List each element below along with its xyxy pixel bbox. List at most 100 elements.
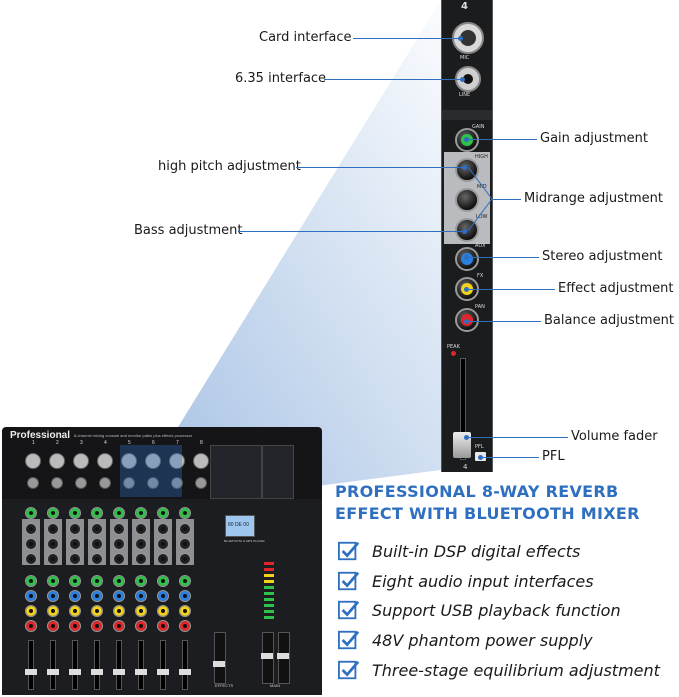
knob[interactable] [91,605,103,617]
knob[interactable] [47,507,59,519]
channel-number: 1 [32,440,35,446]
knob[interactable] [69,553,81,565]
knob[interactable] [157,538,169,550]
knob[interactable] [25,620,37,632]
channel-number: 6 [152,440,155,446]
knob[interactable] [91,620,103,632]
mid-eq-knob[interactable] [455,188,479,212]
knob[interactable] [113,507,125,519]
knob[interactable] [179,620,191,632]
channel-fader[interactable] [135,640,147,690]
knob[interactable] [47,553,59,565]
knob[interactable] [25,538,37,550]
knob[interactable] [69,590,81,602]
fader-track [460,358,466,460]
knob[interactable] [135,605,147,617]
knob[interactable] [135,523,147,535]
master-fader-left[interactable] [261,632,274,684]
channel-fader[interactable] [157,640,169,690]
quarter-inch-jack [123,477,135,489]
knob[interactable] [179,538,191,550]
knob[interactable] [157,523,169,535]
meter-led [264,616,274,619]
knob[interactable] [47,590,59,602]
knob[interactable] [179,507,191,519]
knob[interactable] [25,507,37,519]
low-label: LOW [476,214,488,220]
pan-knob[interactable] [455,308,479,332]
knob[interactable] [179,523,191,535]
master-fader-right[interactable] [277,632,290,684]
meter-led [264,592,274,595]
aux-label: AUX [475,243,486,249]
knob[interactable] [47,605,59,617]
knob[interactable] [179,575,191,587]
xlr-jack [193,453,209,469]
effects-fader[interactable] [213,632,226,684]
knob[interactable] [135,538,147,550]
knob[interactable] [157,575,169,587]
callout-high-pitch: high pitch adjustment [158,159,301,174]
channel-fader[interactable] [69,640,81,690]
input-jack-row [22,449,217,497]
knob[interactable] [113,605,125,617]
knob[interactable] [157,605,169,617]
channel-fader[interactable] [179,640,191,690]
knob[interactable] [25,575,37,587]
knob[interactable] [113,575,125,587]
channel-fader[interactable] [47,640,59,690]
high-label: HIGH [475,154,488,160]
knob[interactable] [69,507,81,519]
knob[interactable] [25,553,37,565]
knob[interactable] [25,523,37,535]
knob[interactable] [135,590,147,602]
knob[interactable] [69,605,81,617]
knob[interactable] [47,620,59,632]
knob[interactable] [69,575,81,587]
knob[interactable] [179,590,191,602]
meter-led [264,598,274,601]
knob[interactable] [113,523,125,535]
knob[interactable] [113,620,125,632]
knob[interactable] [47,575,59,587]
feature-text: Support USB playback function [372,600,621,620]
knob[interactable] [113,590,125,602]
channel-fader[interactable] [91,640,103,690]
knob[interactable] [135,553,147,565]
feature-item: Built-in DSP digital effects [338,539,580,563]
knob[interactable] [157,620,169,632]
knob[interactable] [91,590,103,602]
knob[interactable] [91,538,103,550]
channel-fader[interactable] [113,640,125,690]
knob[interactable] [135,507,147,519]
xlr-jack [73,453,89,469]
knob[interactable] [25,590,37,602]
knob[interactable] [135,620,147,632]
channel-fader[interactable] [25,640,37,690]
checkmark-icon [338,541,360,561]
knob[interactable] [179,553,191,565]
knob[interactable] [47,523,59,535]
knob[interactable] [69,620,81,632]
knob[interactable] [157,507,169,519]
knob[interactable] [113,538,125,550]
mixer-console: Professional 8-channel mixing console an… [2,427,322,695]
knob[interactable] [91,523,103,535]
knob[interactable] [69,538,81,550]
callout-effect: Effect adjustment [558,281,674,296]
knob[interactable] [157,590,169,602]
knob[interactable] [157,553,169,565]
knob[interactable] [47,538,59,550]
knob[interactable] [179,605,191,617]
xlr-jack [49,453,65,469]
knob[interactable] [113,553,125,565]
master-io-panel [210,445,262,499]
knob[interactable] [135,575,147,587]
knob[interactable] [91,575,103,587]
knob[interactable] [91,553,103,565]
quarter-inch-jack [99,477,111,489]
knob[interactable] [25,605,37,617]
high-eq-knob[interactable] [455,158,479,182]
knob[interactable] [69,523,81,535]
knob[interactable] [91,507,103,519]
